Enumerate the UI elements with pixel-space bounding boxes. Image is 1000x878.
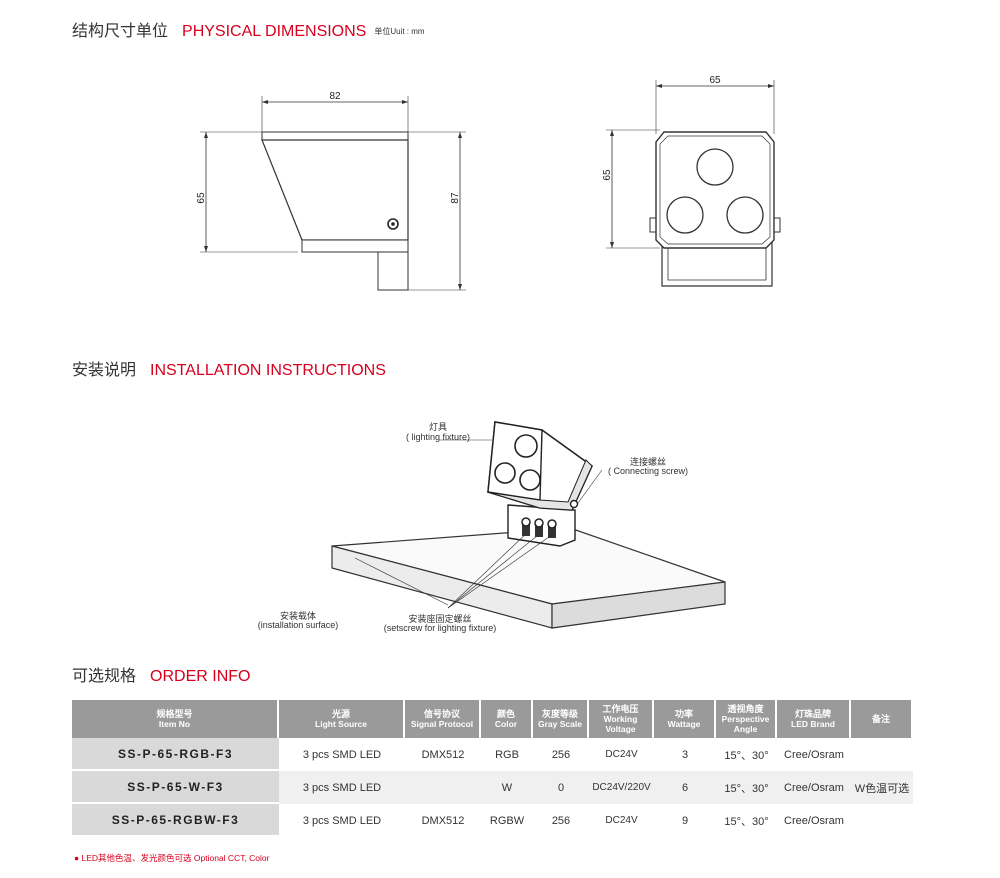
cell-working-voltage: DC24V [605, 815, 638, 826]
dimensions-unit: 单位Uuit : mm [374, 27, 425, 37]
label-setscrew-en: (setscrew for lighting fixture) [384, 623, 497, 633]
cell-signal-protocol [405, 771, 481, 804]
dim-side-height: 65 [196, 192, 207, 204]
cell-item-no: SS-P-65-RGBW-F3 [72, 804, 279, 837]
cell-color: W [481, 771, 533, 804]
dimensions-title-en: PHYSICAL DIMENSIONS [182, 23, 367, 40]
cell-gray-scale: 256 [551, 748, 571, 761]
table-row: SS-P-65-W-F3 3 pcs SMD LED W 0 DC24V/220… [72, 771, 913, 804]
cell-light-source: 3 pcs SMD LED [302, 814, 382, 827]
cell-item-no: SS-P-65-W-F3 [72, 771, 279, 804]
cell-led-brand: Cree/Osram [777, 771, 851, 804]
order-note: ● LED其他色温、发光颜色可选 Optional CCT, Color [74, 853, 270, 863]
front-view-drawing: 65 65 [602, 75, 781, 287]
label-surface-zh: 安装载体 [280, 610, 316, 621]
cell-perspective-angle: 15°、30° [724, 749, 769, 762]
label-screw-en: ( Connecting screw) [608, 466, 688, 476]
cell-remarks [851, 804, 913, 837]
table-row: SS-P-65-RGB-F3 3 pcs SMD LED DMX512 RGB … [72, 738, 913, 771]
cell-perspective-angle: 15°、30° [716, 771, 777, 804]
cell-gray-scale: 256 [551, 814, 571, 827]
label-fixture-en: ( lighting fixture) [406, 432, 470, 442]
installation-title-en: INSTALLATION INSTRUCTIONS [150, 362, 386, 379]
cell-color: RGBW [489, 814, 525, 827]
installation-title-zh: 安装说明 [72, 362, 137, 379]
cell-gray-scale: 0 [533, 771, 589, 804]
cell-color: RGB [495, 748, 519, 761]
cell-led-brand: Cree/Osram [784, 748, 844, 761]
cell-signal-protocol: DMX512 [421, 748, 465, 761]
dimensions-title: 结构尺寸单位 PHYSICAL DIMENSIONS 单位Uuit : mm [72, 17, 425, 41]
label-screw-zh: 连接螺丝 [630, 456, 666, 467]
dim-front-height: 65 [602, 169, 613, 181]
cell-working-voltage: DC24V [605, 749, 638, 760]
dimensions-title-zh: 结构尺寸单位 [72, 23, 169, 40]
dim-side-total-height: 87 [450, 192, 461, 204]
cell-working-voltage: DC24V/220V [589, 771, 654, 804]
cell-led-brand: Cree/Osram [784, 814, 844, 827]
dim-front-width: 65 [709, 75, 721, 86]
installation-diagram: 灯具 ( lighting fixture) 连接螺丝 ( Connecting… [258, 421, 726, 633]
table-row: SS-P-65-RGBW-F3 3 pcs SMD LED DMX512 RGB… [72, 804, 913, 837]
label-surface-en: (installation surface) [258, 620, 339, 630]
order-title: 可选规格 ORDER INFO [72, 662, 250, 686]
cell-remarks: W色温可选 [851, 771, 913, 804]
dim-side-width: 82 [329, 91, 341, 102]
label-setscrew-zh: 安装座固定螺丝 [408, 613, 471, 624]
cell-perspective-angle: 15°、30° [724, 815, 769, 828]
cell-light-source: 3 pcs SMD LED [302, 748, 382, 761]
order-title-zh: 可选规格 [72, 668, 137, 685]
cell-remarks [851, 738, 913, 771]
order-title-en: ORDER INFO [150, 668, 251, 685]
cell-wattage: 3 [681, 748, 689, 761]
label-fixture-zh: 灯具 [429, 422, 447, 432]
side-view-drawing: 82 65 87 [196, 91, 466, 291]
installation-title: 安装说明 INSTALLATION INSTRUCTIONS [72, 356, 386, 380]
cell-light-source: 3 pcs SMD LED [279, 771, 405, 804]
cell-item-no: SS-P-65-RGB-F3 [72, 738, 279, 771]
cell-wattage: 9 [681, 814, 689, 827]
cell-signal-protocol: DMX512 [421, 814, 465, 827]
cell-wattage: 6 [654, 771, 716, 804]
header-remarks: 备注 [851, 700, 913, 738]
